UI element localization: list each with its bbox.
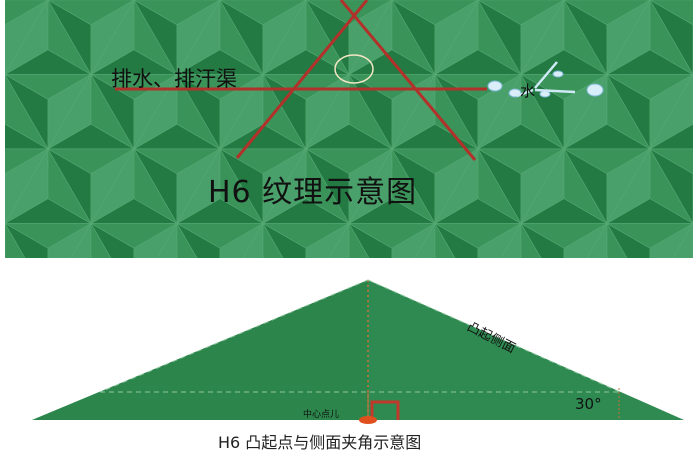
texture-facet bbox=[305, 222, 350, 258]
texture-facet bbox=[649, 73, 693, 150]
texture-facet bbox=[477, 222, 522, 258]
water-label: 水 bbox=[520, 82, 536, 100]
texture-facet bbox=[649, 148, 693, 225]
left-dashed-line bbox=[99, 279, 369, 393]
pyramid-diagram-title: H6 凸起点与侧面夹角示意图 bbox=[218, 433, 422, 452]
texture-facet bbox=[47, 222, 92, 258]
pyramid-cross-section bbox=[32, 279, 684, 424]
texture-facet bbox=[348, 222, 393, 258]
texture-facet bbox=[563, 222, 608, 258]
texture-facet bbox=[5, 223, 49, 258]
texture-facet bbox=[434, 222, 479, 258]
center-point-marker bbox=[359, 416, 377, 424]
water-splash-streak bbox=[534, 61, 558, 89]
texture-facet bbox=[90, 222, 135, 258]
water-splash-streak bbox=[534, 88, 576, 94]
right-angle-marker bbox=[370, 400, 400, 420]
center-point-label: 中心点儿 bbox=[303, 410, 340, 420]
right-dashed-line bbox=[367, 279, 621, 393]
triangular-texture-pattern bbox=[5, 0, 693, 258]
water-droplet-icon bbox=[586, 83, 604, 97]
texture-diagram-title: H6 纹理示意图 bbox=[208, 175, 418, 210]
texture-facet bbox=[391, 222, 436, 258]
texture-facet bbox=[133, 222, 178, 258]
texture-facet bbox=[176, 222, 221, 258]
angle-label: 30° bbox=[575, 395, 602, 413]
texture-facet bbox=[672, 222, 693, 258]
left-diagonal-drain-line bbox=[235, 0, 369, 159]
water-droplet-icon bbox=[487, 80, 503, 92]
water-splash-streak bbox=[516, 88, 534, 98]
texture-facet bbox=[219, 222, 264, 258]
texture-facet bbox=[649, 0, 693, 76]
apex-highlight-circle bbox=[334, 54, 374, 84]
pyramid-diagram-panel bbox=[0, 260, 696, 464]
water-droplet-icon bbox=[552, 70, 564, 78]
texture-facet bbox=[520, 222, 565, 258]
drain-channel-label: 排水、排汗渠 bbox=[111, 67, 237, 91]
texture-facet bbox=[262, 222, 307, 258]
right-diagonal-drain-line bbox=[339, 0, 477, 161]
texture-facet bbox=[606, 222, 651, 258]
texture-diagram-panel bbox=[5, 0, 693, 258]
texture-facet bbox=[649, 223, 693, 258]
